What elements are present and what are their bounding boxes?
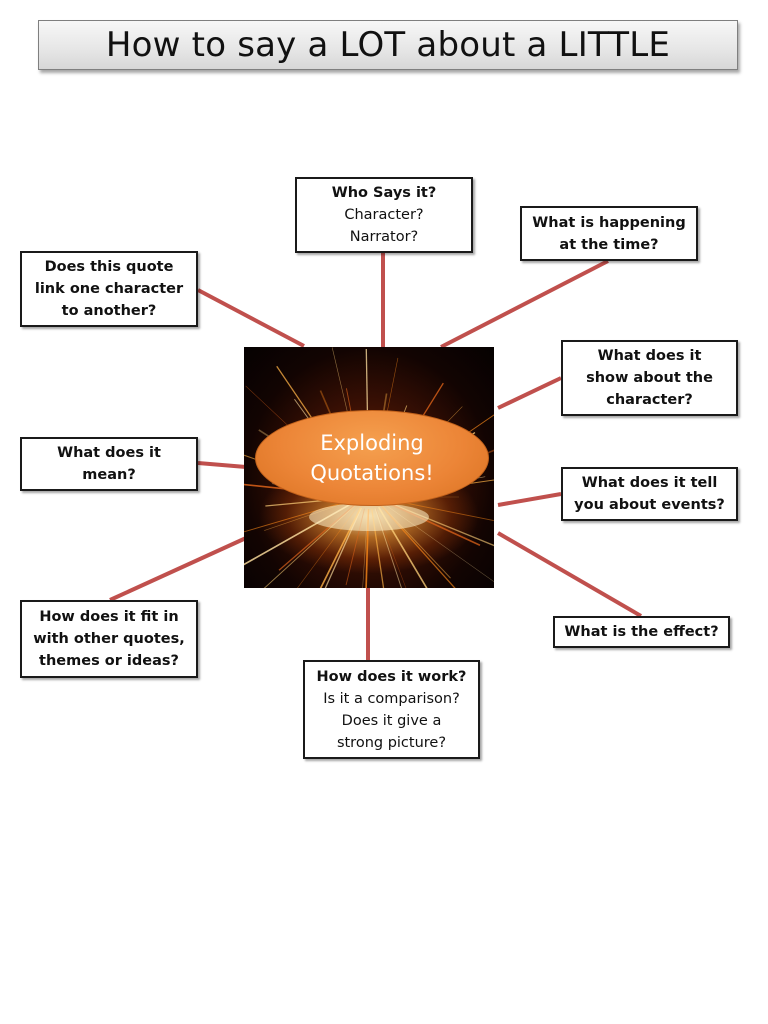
title-banner: How to say a LOT about a LITTLE [38, 20, 738, 70]
box-show-character: What does it show about the character? [561, 340, 738, 416]
connector-effect [496, 531, 643, 618]
explosion-ray [319, 507, 362, 588]
box-fit-line-2: with other quotes, [33, 631, 185, 647]
box-happening-line-1: What is happening [532, 214, 686, 231]
box-events: What does it tell you about events? [561, 467, 738, 521]
box-link-line-1: Does this quote [44, 259, 174, 275]
box-effect: What is the effect? [553, 616, 730, 648]
box-who-says: Who Says it? Character? Narrator? [295, 177, 473, 253]
box-fit: How does it fit in with other quotes, th… [20, 600, 198, 678]
box-mean: What does it mean? [20, 437, 198, 491]
box-happening-line-2: at the time? [559, 236, 659, 253]
box-work-title: How does it work? [316, 668, 467, 685]
connector-mean [197, 461, 247, 469]
connector-events [497, 492, 562, 507]
box-work-line-2: Is it a comparison? [323, 690, 460, 707]
box-fit-line-1: How does it fit in [39, 609, 179, 625]
box-show-character-line-1: What does it [597, 348, 702, 364]
center-topic-line-1: Exploding [320, 431, 424, 455]
box-effect-line-1: What is the effect? [564, 624, 719, 640]
connector-happening [440, 259, 609, 349]
box-events-line-2: you about events? [574, 497, 725, 513]
connector-link [197, 288, 305, 348]
box-who-says-line-3: Narrator? [349, 229, 419, 245]
box-who-says-line-2: Character? [344, 207, 424, 223]
box-link: Does this quote link one character to an… [20, 251, 198, 327]
box-work-line-4: strong picture? [336, 734, 447, 751]
box-link-line-3: to another? [61, 303, 157, 319]
box-events-line-1: What does it tell [581, 475, 718, 491]
connector-show-character [497, 376, 562, 410]
box-work-line-3: Does it give a [341, 712, 442, 729]
box-show-character-line-2: show about the [586, 370, 713, 386]
center-topic-line-2: Quotations! [310, 461, 434, 485]
box-mean-line-1: What does it [57, 445, 161, 461]
explosion-core-glow [309, 503, 429, 531]
box-link-line-2: link one character [34, 281, 184, 297]
box-fit-line-3: themes or ideas? [39, 653, 179, 669]
box-show-character-line-3: character? [606, 392, 693, 408]
connector-fit [109, 536, 247, 602]
box-mean-line-2: mean? [82, 467, 136, 483]
box-who-says-title: Who Says it? [331, 185, 437, 201]
page-title: How to say a LOT about a LITTLE [105, 25, 671, 65]
center-topic-ellipse: Exploding Quotations! [255, 410, 489, 506]
box-work: How does it work? Is it a comparison? Do… [303, 660, 480, 759]
box-happening: What is happening at the time? [520, 206, 698, 261]
